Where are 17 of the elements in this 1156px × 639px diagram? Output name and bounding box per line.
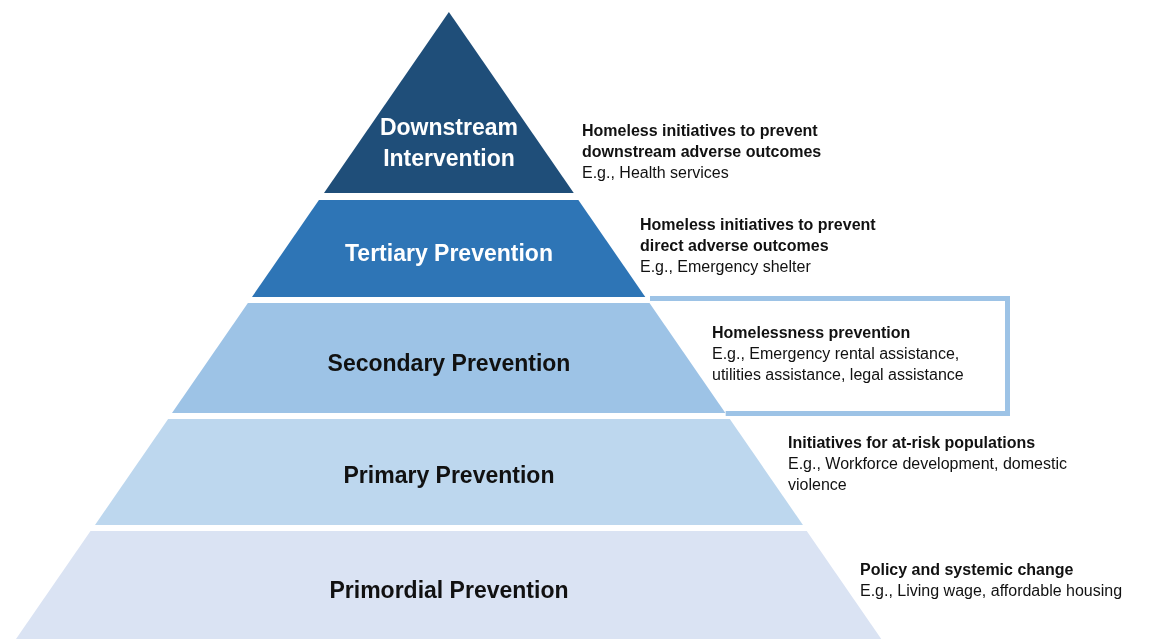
description-heading: Homeless initiatives to prevent direct adverse outcomes	[640, 215, 877, 256]
example-text: E.g., Living wage, affordable housing	[860, 581, 1124, 601]
description-heading: Homeless initiatives to prevent downstream adverse outcomes	[582, 121, 823, 162]
example-text: E.g., Emergency rental assistance, utilities assistance, legal assistance	[712, 344, 965, 385]
example-text: E.g., Workforce development, domestic violence	[788, 454, 1068, 495]
tier-label: Primary Prevention	[342, 461, 556, 490]
tier-label: Primordial Prevention	[328, 576, 570, 605]
example-text: E.g., Emergency shelter	[640, 257, 812, 277]
pyramid-apex	[324, 12, 574, 193]
example-text: E.g., Health services	[582, 163, 730, 183]
description-heading: Policy and systemic change	[860, 560, 1075, 580]
description-heading: Homelessness prevention	[712, 323, 912, 343]
description-heading: Initiatives for at-risk populations	[788, 433, 1037, 453]
callout-box	[648, 296, 1010, 416]
tier-label: Downstream Intervention	[378, 113, 519, 173]
tier-label: Tertiary Prevention	[344, 239, 554, 268]
tier-label: Secondary Prevention	[326, 349, 572, 378]
